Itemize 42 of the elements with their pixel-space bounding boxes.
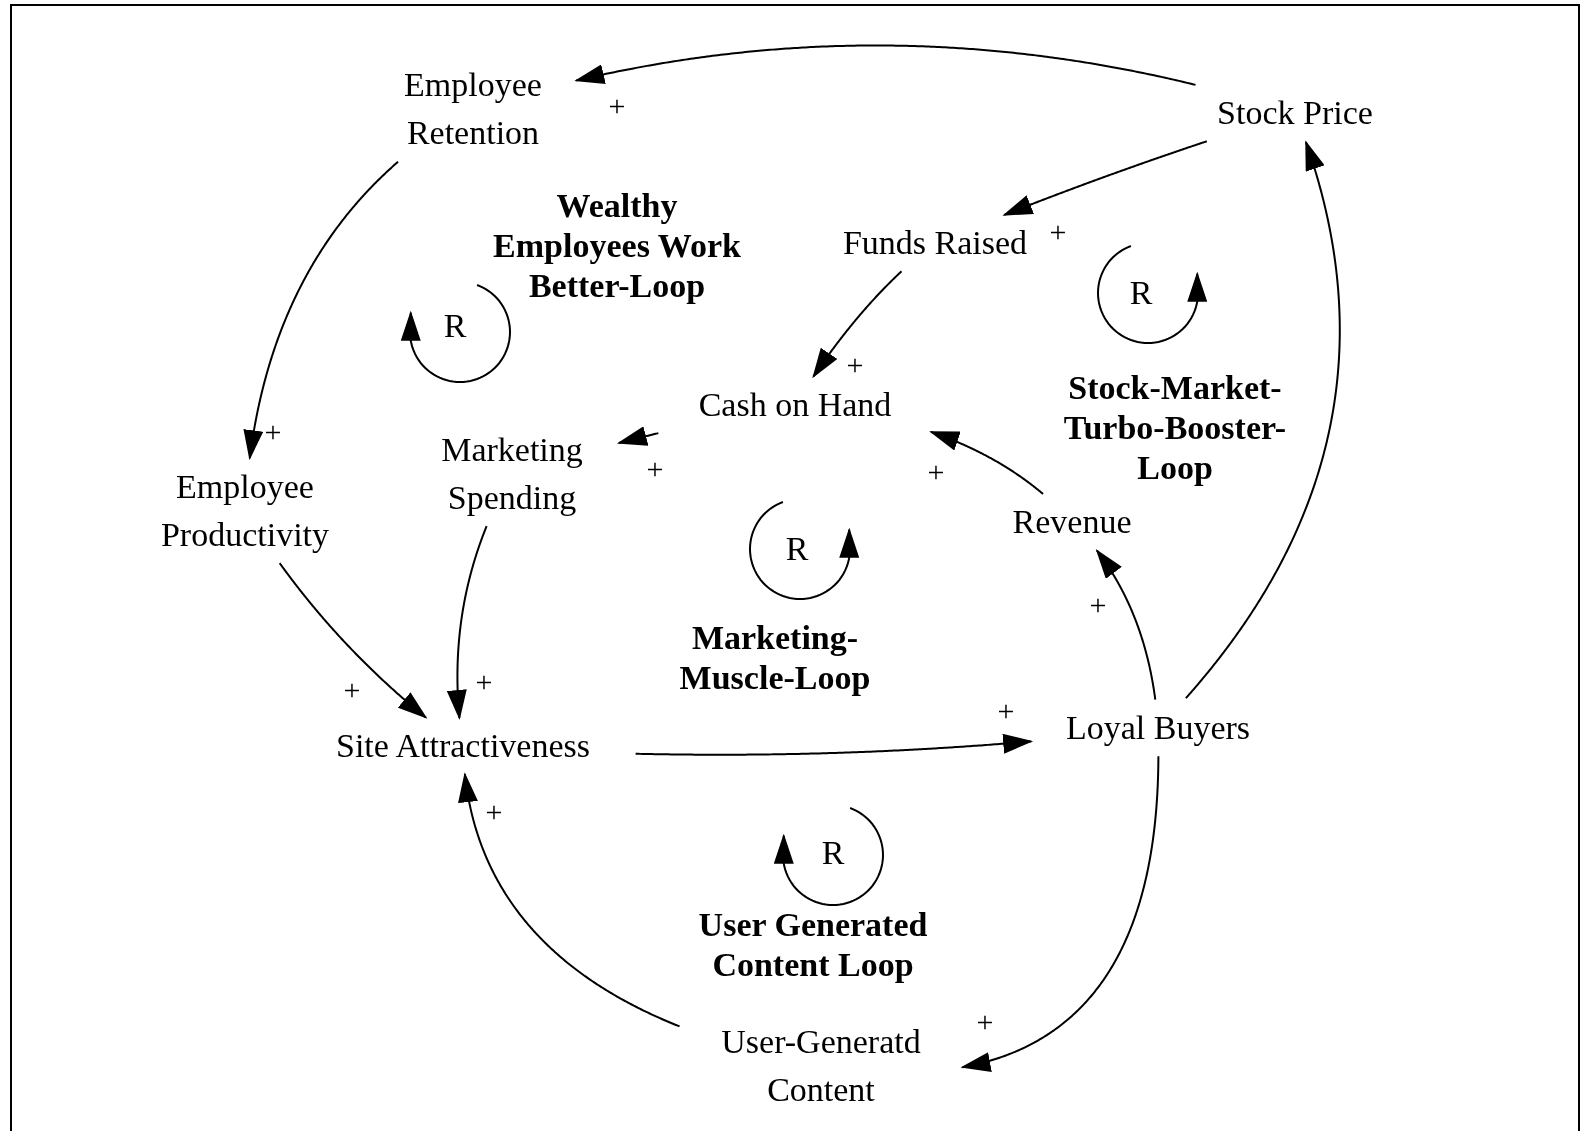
causal-arrow <box>616 426 660 446</box>
causal-arrow <box>574 44 1197 86</box>
variable-label: Revenue <box>992 498 1152 546</box>
variable-label: Marketing Spending <box>412 426 612 522</box>
variable-label: User-Generatd Content <box>686 1018 956 1114</box>
polarity-sign: + <box>976 1007 994 1037</box>
loop-type-letter: R <box>1128 273 1154 313</box>
polarity-sign: + <box>485 797 503 827</box>
variable-label: Employee Productivity <box>130 463 360 559</box>
variable-label: Cash on Hand <box>665 381 925 429</box>
loop-type-letter: R <box>784 529 810 569</box>
loop-name: User Generated Content Loop <box>697 905 929 985</box>
variable-label: Stock Price <box>1185 89 1405 137</box>
polarity-sign: + <box>1089 590 1107 620</box>
polarity-sign: + <box>608 91 626 121</box>
causal-arrow <box>960 755 1160 1072</box>
causal-arrow <box>278 562 428 719</box>
variable-label: Site Attractiveness <box>298 722 628 770</box>
causal-arrow <box>812 270 903 379</box>
polarity-sign: + <box>1049 217 1067 247</box>
causal-arrow <box>446 525 488 720</box>
causal-arrow <box>1095 548 1157 701</box>
causal-arrow <box>929 430 1044 495</box>
variable-label: Employee Retention <box>378 61 568 157</box>
polarity-sign: + <box>475 667 493 697</box>
loop-name: Wealthy Employees Work Better-Loop <box>492 186 742 306</box>
loop-name: Stock-Market-Turbo-Booster-Loop <box>1062 368 1288 488</box>
variable-label: Loyal Buyers <box>1038 704 1278 752</box>
polarity-sign: + <box>927 457 945 487</box>
causal-arrow <box>243 160 400 461</box>
loop-type-letter: R <box>442 306 468 346</box>
loop-name: Marketing-Muscle-Loop <box>678 618 872 698</box>
causal-arrow <box>458 772 681 1028</box>
polarity-sign: + <box>997 696 1015 726</box>
causal-arrow <box>1184 140 1341 700</box>
polarity-sign: + <box>264 417 282 447</box>
causal-arrow <box>1002 140 1208 216</box>
polarity-sign: + <box>646 454 664 484</box>
causal-arrow <box>634 733 1034 756</box>
polarity-sign: + <box>343 675 361 705</box>
loop-type-letter: R <box>820 833 846 873</box>
polarity-sign: + <box>846 350 864 380</box>
